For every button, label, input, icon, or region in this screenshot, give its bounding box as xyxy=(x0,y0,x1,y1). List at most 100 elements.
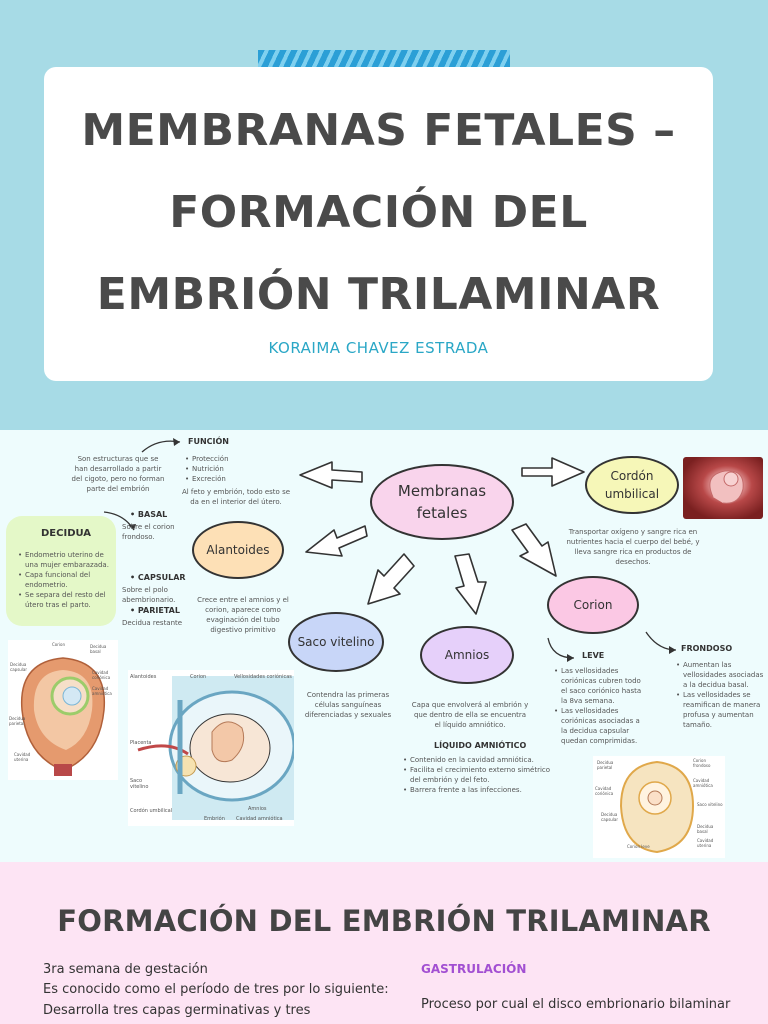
arrow-icon xyxy=(521,457,585,487)
decidua-list: Endometrio uterino de una mujer embaraza… xyxy=(18,550,114,610)
diagram-label: Corion leve xyxy=(627,844,650,849)
node-saco-vitelino: Saco vitelino xyxy=(288,612,384,672)
uterus-illustration xyxy=(20,657,106,776)
list-item: Nutrición xyxy=(185,464,285,474)
diagram-label: Saco vitelino xyxy=(130,778,149,790)
arrows-layer xyxy=(103,438,677,662)
amnios-description: Capa que envolverá al embrión y que dent… xyxy=(411,701,529,729)
node-label: Cordón umbilical xyxy=(604,469,660,501)
saco-description: Contendra las primeras células sanguínea… xyxy=(304,691,392,719)
embryo-photo xyxy=(683,457,763,519)
decidua-box: DECIDUA Endometrio uterino de una mujer … xyxy=(6,516,116,626)
diagram-label: Corion xyxy=(190,674,207,680)
diagram-label: Decidua basal xyxy=(697,824,714,834)
header-band: MEMBRANAS FETALES – FORMACIÓN DEL EMBRIÓ… xyxy=(0,0,768,430)
capsular-text: Sobre el polo abembrionario. xyxy=(122,586,176,604)
node-membranas-fetales: Membranas fetales xyxy=(370,464,514,540)
node-label: Membranas fetales xyxy=(397,482,487,522)
alantoides-description: Crece entre el amnios y el corion, apare… xyxy=(197,596,289,634)
title-line-2: FORMACIÓN DEL xyxy=(169,187,588,238)
diagram-label: Decidua capsular xyxy=(601,812,619,822)
arrow-icon xyxy=(305,525,368,557)
diagram-label: Cavidad amniótica xyxy=(92,686,112,696)
node-corion: Corion xyxy=(547,576,639,634)
embryo-diagram: Alantoides Corion Vellosidades coriónica… xyxy=(128,670,296,826)
basal-heading: • BASAL xyxy=(130,510,168,519)
list-item: Se separa del resto del útero tras el pa… xyxy=(18,590,114,610)
diagram-label: Cavidad uterina xyxy=(14,752,31,762)
list-item: Aumentan las vellosidades asociadas a la… xyxy=(676,660,764,690)
list-item: Excreción xyxy=(185,474,285,484)
title-line-1: MEMBRANAS FETALES – xyxy=(81,105,676,156)
leve-heading: LEVE xyxy=(582,651,605,660)
gastrulacion-text: Proceso por cual el disco embrionario bi… xyxy=(421,997,731,1012)
funcion-list: Protección Nutrición Excreción xyxy=(185,454,285,484)
diagram-label: Embrión xyxy=(204,816,225,822)
embryo-illustration xyxy=(709,470,744,504)
node-alantoides: Alantoides xyxy=(192,521,284,579)
curved-arrow-icon xyxy=(547,637,575,659)
title-card: MEMBRANAS FETALES – FORMACIÓN DEL EMBRIÓ… xyxy=(44,67,713,381)
node-label: Saco vitelino xyxy=(297,635,375,649)
capsular-heading: • CAPSULAR xyxy=(130,573,186,582)
node-label: Amnios xyxy=(444,648,490,662)
liquido-heading: LÍQUIDO AMNIÓTICO xyxy=(434,741,527,750)
list-item: Endometrio uterino de una mujer embaraza… xyxy=(18,550,114,570)
arrow-icon xyxy=(367,553,415,605)
node-label: Corion xyxy=(573,598,613,612)
diagram-label: Cavidad amniótica xyxy=(693,778,713,788)
embryo-diagram-illustration xyxy=(137,676,296,820)
diagram-label: Cavidad uterina xyxy=(697,838,714,848)
body-line: 3ra semana de gestación xyxy=(43,962,208,977)
leve-list: Las vellosidades coriónicas cubren todo … xyxy=(554,666,646,746)
list-item: Las vellosidades coriónicas cubren todo … xyxy=(554,666,646,706)
gastrulacion-heading: GASTRULACIÓN xyxy=(421,962,527,976)
diagram-label: Decidua capsular xyxy=(10,662,28,672)
funcion-note: Al feto y embrión, todo esto se da en el… xyxy=(181,488,291,506)
parietal-text: Decidua restante xyxy=(122,619,183,627)
list-item: Las vellosidades se reamifican de manera… xyxy=(676,690,764,730)
list-item: Las vellosidades coriónicas asociadas a … xyxy=(554,706,646,746)
diagram-label: Placenta xyxy=(130,740,152,746)
node-cordon-umbilical: Cordón umbilical xyxy=(585,456,679,514)
intro-text: Son estructuras que se han desarrollado … xyxy=(71,455,165,493)
diagram-label: Corion xyxy=(52,642,65,647)
diagram-label: Alantoides xyxy=(130,674,157,680)
author-name: KORAIMA CHAVEZ ESTRADA xyxy=(268,339,489,357)
funcion-heading: FUNCIÓN xyxy=(188,437,229,446)
diagram-label: Cavidad coriónica xyxy=(595,786,614,796)
liquido-list: Contenido en la cavidad amniótica. Facil… xyxy=(403,755,553,795)
list-item: Protección xyxy=(185,454,285,464)
basal-text: Sobre el corion frondoso. xyxy=(122,523,175,541)
body-line: Desarrolla tres capas germinativas y tre… xyxy=(43,1003,311,1018)
frondoso-list: Aumentan las vellosidades asociadas a la… xyxy=(676,660,764,730)
section-title: FORMACIÓN DEL EMBRIÓN TRILAMINAR xyxy=(57,904,711,938)
body-line: Es conocido como el período de tres por … xyxy=(43,982,389,997)
diagram-label: Cordón umbilical xyxy=(130,808,173,814)
uterus-diagram: Corion Decidua basal Decidua capsular Ca… xyxy=(8,640,118,780)
node-amnios: Amnios xyxy=(420,626,514,684)
diagram-label: Decidua parietal xyxy=(9,716,26,726)
diagram-label: Decidua parietal xyxy=(597,760,614,770)
arrow-icon xyxy=(454,553,487,615)
cordon-description: Transportar oxígeno y sangre rica en nut… xyxy=(566,528,700,566)
diagram-label: Amnios xyxy=(248,806,267,812)
corion-diagram-illustration xyxy=(619,760,695,854)
frondoso-heading: FRONDOSO xyxy=(681,644,733,653)
arrow-icon xyxy=(511,523,557,577)
mind-map: Son estructuras que se han desarrollado … xyxy=(0,430,768,862)
decidua-title: DECIDUA xyxy=(41,528,92,539)
diagram-label: Corion frondoso xyxy=(693,758,711,768)
diagram-label: Cavidad amniótica xyxy=(236,816,283,822)
node-label: Alantoides xyxy=(206,543,270,557)
diagram-label: Vellosidades coriónicas xyxy=(234,674,292,680)
list-item: Capa funcional del endometrio. xyxy=(18,570,114,590)
arrow-icon xyxy=(299,461,363,489)
list-item: Contenido en la cavidad amniótica. xyxy=(403,755,553,765)
diagram-label: Saco vitelino xyxy=(697,802,723,807)
diagram-label: Decidua basal xyxy=(90,644,107,654)
trilaminar-section: FORMACIÓN DEL EMBRIÓN TRILAMINAR 3ra sem… xyxy=(0,862,768,1024)
curved-arrow-icon xyxy=(645,631,677,651)
parietal-heading: • PARIETAL xyxy=(130,606,180,615)
corion-diagram: Decidua parietal Corion frondoso Cavidad… xyxy=(593,756,725,858)
